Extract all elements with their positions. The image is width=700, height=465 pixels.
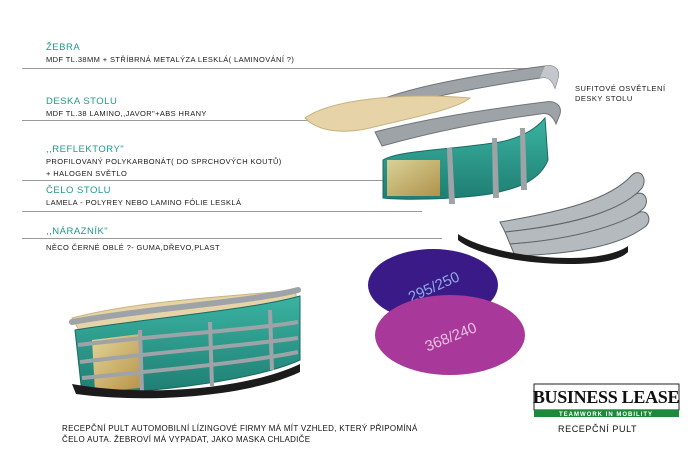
section-line-reflektory-2: + halogen světlo <box>46 169 128 178</box>
section-title-naraznik: ,,Nárazník" <box>46 226 109 237</box>
leader-line-deska-stolu <box>22 120 347 121</box>
ellipse-shape-2 <box>375 295 525 375</box>
leader-line-reflektory <box>22 180 397 181</box>
leader-line-zebra <box>22 68 542 69</box>
bumper-black <box>458 234 628 264</box>
dimension-ellipse-2: 368/240 <box>375 295 525 375</box>
side-note: Sufitové osvětlení desky stolu <box>575 84 666 104</box>
section-title-reflektory: ,,Reflektory" <box>46 144 125 155</box>
section-title-deska-stolu: Deska stolu <box>46 96 118 107</box>
section-title-zebra: Žebra <box>46 42 81 53</box>
section-line-reflektory-1: profilovaný polykarbonát( do sprchových … <box>46 157 282 166</box>
section-line-zebra: MDF tl.38mm + stříbrná metalýza lesklá( … <box>46 55 295 64</box>
section-line-celo-stolu: lamela - polyrey nebo lamino fólie leskl… <box>46 198 242 207</box>
side-note-line-2: desky stolu <box>575 94 633 103</box>
reception-desk-render <box>69 287 301 399</box>
front-assembly <box>382 116 549 204</box>
logo-tag-bar <box>534 410 679 417</box>
side-note-line-1: Sufitové osvětlení <box>575 84 666 93</box>
section-title-celo-stolu: Čelo stolu <box>46 185 112 196</box>
desk-top-wood <box>304 95 472 132</box>
section-line-deska-stolu: MDF tl.38 lamino,,javor"+abs hrany <box>46 109 207 118</box>
business-lease-logo: BUSINESS LEASE TEAMWORK IN MOBILITY <box>533 383 680 418</box>
caption: Recepční pult automobilní lízingové firm… <box>62 423 418 445</box>
leader-line-celo-stolu <box>22 211 422 212</box>
caption-line-2: čelo auta. Žebroví má vypadat, jako mask… <box>62 435 311 444</box>
logo-tagline: TEAMWORK IN MOBILITY <box>559 412 653 418</box>
logo-subtitle: Recepční pult <box>558 424 638 434</box>
leader-line-naraznik <box>22 238 442 239</box>
section-line-naraznik: něco černé oblé ?- guma,dřevo,plast <box>46 243 221 252</box>
exploded-ribs-middle <box>374 101 561 147</box>
side-ribs-right <box>499 172 650 257</box>
caption-line-1: Recepční pult automobilní lízingové firm… <box>62 424 418 433</box>
logo-name: BUSINESS LEASE <box>533 387 680 407</box>
logo-frame <box>533 383 680 411</box>
